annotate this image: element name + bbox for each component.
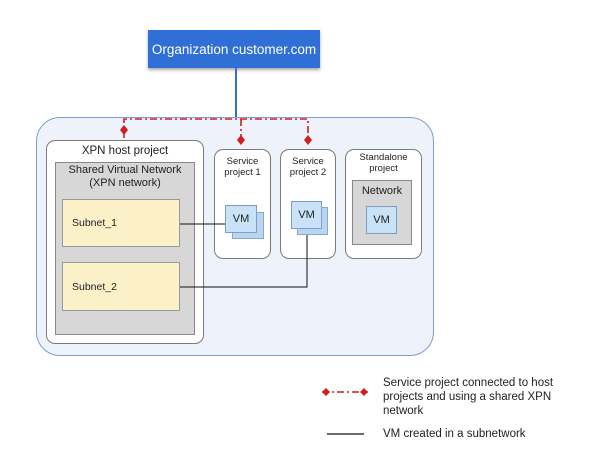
organization-label: Organization customer.com xyxy=(151,41,317,57)
organization-box: Organization customer.com xyxy=(148,30,320,68)
legend-subnet-vm-text: VM created in a subnetwork xyxy=(383,428,526,440)
vm-label: VM xyxy=(373,214,390,226)
service-project-1 xyxy=(214,149,271,259)
vm-label: VM xyxy=(232,213,250,225)
standalone-project-label: Standalone project xyxy=(359,152,408,174)
subnet-1-label: Subnet_1 xyxy=(72,217,117,229)
subnet2-vm-line xyxy=(180,235,308,288)
service-project-1-label: Service project 1 xyxy=(224,156,261,178)
standalone-network-label: Network xyxy=(361,185,403,197)
vm-service-1: VM xyxy=(225,205,257,233)
vm-label: VM xyxy=(298,209,315,221)
shared-vpc-connector xyxy=(123,118,309,138)
shared-network-label: Shared Virtual Network (XPN network) xyxy=(68,164,182,189)
subnet-2-label: Subnet_2 xyxy=(72,280,117,293)
vm-service-2: VM xyxy=(291,201,322,229)
xpn-host-title: XPN host project xyxy=(81,145,169,157)
vm-standalone: VM xyxy=(366,206,397,234)
legend-shared-vpc-text: Service project connected to host projec… xyxy=(383,377,554,417)
connector-diamond xyxy=(120,125,128,135)
legend-diamond xyxy=(360,388,368,396)
subnet-1: Subnet_1 xyxy=(62,199,180,247)
legend-diamond xyxy=(322,388,330,396)
connector-diamond xyxy=(304,135,312,145)
subnet-2: Subnet_2 xyxy=(62,262,180,311)
service-project-2-label: Service project 2 xyxy=(289,156,327,178)
connector-diamond xyxy=(237,135,245,145)
